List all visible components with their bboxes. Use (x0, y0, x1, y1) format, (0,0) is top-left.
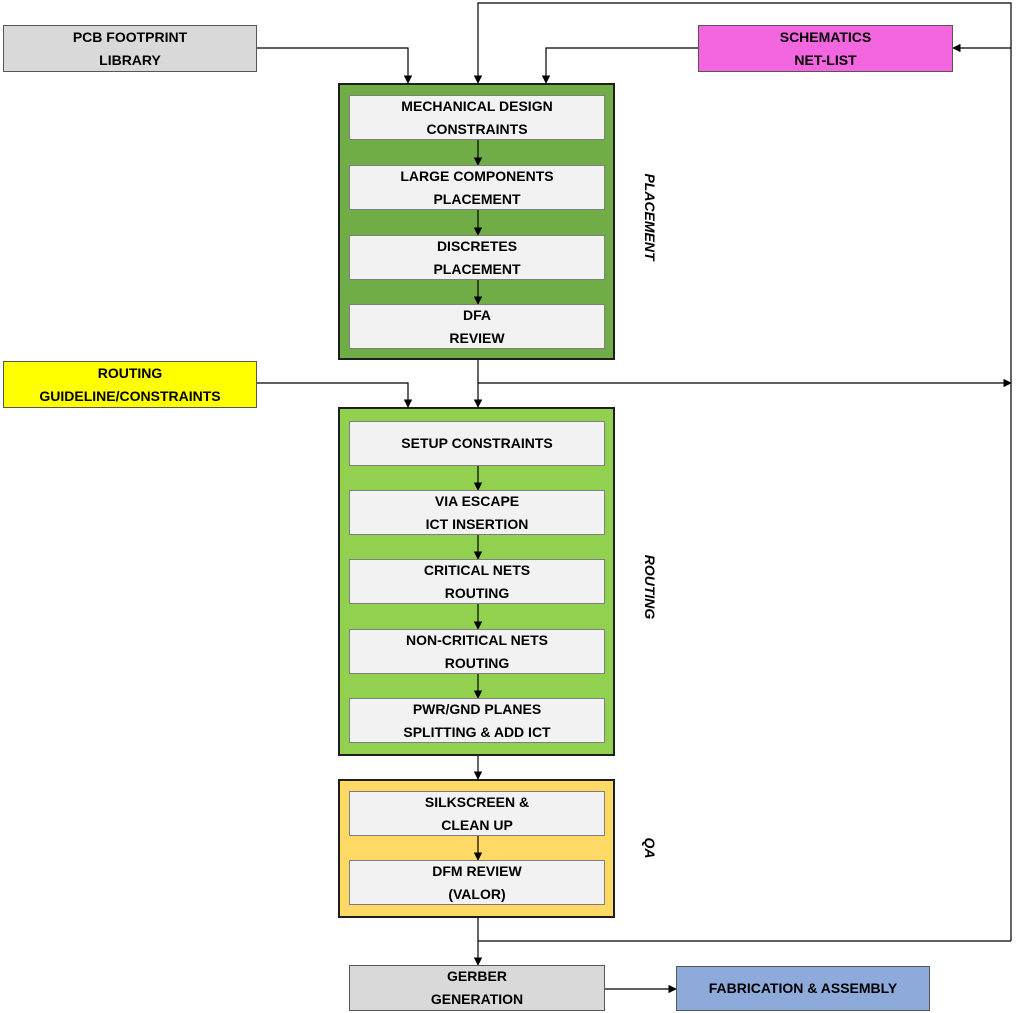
pcb-footprint-library-box-line-1: PCB FOOTPRINT (72, 28, 188, 45)
routing-step-2-line-2: ICT INSERTION (425, 515, 529, 532)
placement-label: PLACEMENT (642, 173, 658, 261)
qa-label: QA (642, 837, 658, 859)
qa-step-2-line-1: DFM REVIEW (432, 862, 522, 879)
placement-step-3: DISCRETES PLACEMENT (349, 235, 605, 280)
placement-step-4: DFA REVIEW (349, 304, 605, 349)
placement-step-2-line-1: LARGE COMPONENTS (400, 167, 554, 184)
schematics-netlist-box-line-1: SCHEMATICS (779, 28, 872, 45)
routing-step-3: CRITICAL NETS ROUTING (349, 559, 605, 604)
fabrication-assembly-box-line-1: FABRICATION & ASSEMBLY (708, 980, 898, 996)
placement-step-3-line-1: DISCRETES (436, 237, 518, 254)
placement-step-1: MECHANICAL DESIGN CONSTRAINTS (349, 95, 605, 140)
routing-step-5-line-2: SPLITTING & ADD ICT (403, 723, 551, 740)
routing-label: ROUTING (642, 554, 658, 620)
routing-step-4-line-1: NON-CRITICAL NETS (405, 631, 549, 648)
placement-step-1-line-1: MECHANICAL DESIGN (401, 97, 553, 114)
schematics-netlist-box: SCHEMATICS NET-LIST (698, 25, 953, 72)
placement-step-2-line-2: PLACEMENT (433, 190, 521, 207)
gerber-generation-box-line-1: GERBER (447, 968, 507, 984)
routing-step-2: VIA ESCAPE ICT INSERTION (349, 490, 605, 535)
placement-step-3-line-2: PLACEMENT (433, 260, 521, 277)
placement-step-2: LARGE COMPONENTS PLACEMENT (349, 165, 605, 210)
routing-step-3-line-1: CRITICAL NETS (423, 561, 531, 578)
routing-step-4: NON-CRITICAL NETS ROUTING (349, 629, 605, 674)
pcb-footprint-library-box-line-2: LIBRARY (99, 51, 161, 68)
qa-step-1-line-1: SILKSCREEN & (424, 793, 530, 810)
routing-guideline-box-line-2: GUIDELINE/CONSTRAINTS (39, 387, 221, 404)
footprint-arrow (257, 47, 413, 84)
routing-step-1-line-1: SETUP CONSTRAINTS (401, 435, 553, 451)
routing-step-5-line-1: PWR/GND PLANES (412, 700, 542, 717)
qa-step-1: SILKSCREEN & CLEAN UP (349, 791, 605, 836)
qa-step-2: DFM REVIEW (VALOR) (349, 860, 605, 905)
placement-step-1-line-2: CONSTRAINTS (426, 120, 528, 137)
schematics-arrow (541, 47, 698, 84)
routing-step-4-line-2: ROUTING (444, 654, 510, 671)
routing-guideline-box-line-1: ROUTING (97, 364, 163, 381)
gerber-generation-box-line-2: GENERATION (430, 991, 524, 1007)
placement-step-4-line-2: REVIEW (449, 329, 505, 346)
schematics-netlist-box-line-2: NET-LIST (794, 51, 857, 68)
pcb-footprint-library-box: PCB FOOTPRINT LIBRARY (3, 25, 257, 72)
routing-step-5: PWR/GND PLANES SPLITTING & ADD ICT (349, 698, 605, 743)
qa-step-1-line-2: CLEAN UP (441, 816, 513, 833)
routing-guideline-arrow (257, 382, 413, 408)
routing-guideline-box: ROUTING GUIDELINE/CONSTRAINTS (3, 361, 257, 408)
qa-step-2-line-2: (VALOR) (448, 885, 506, 902)
gerber-generation-box: GERBER GENERATION (349, 965, 605, 1011)
fabrication-assembly-box: FABRICATION & ASSEMBLY (676, 966, 930, 1011)
placement-step-4-line-1: DFA (463, 306, 491, 323)
routing-step-3-line-2: ROUTING (444, 584, 510, 601)
routing-step-2-line-1: VIA ESCAPE (434, 492, 520, 509)
routing-step-1: SETUP CONSTRAINTS (349, 421, 605, 466)
